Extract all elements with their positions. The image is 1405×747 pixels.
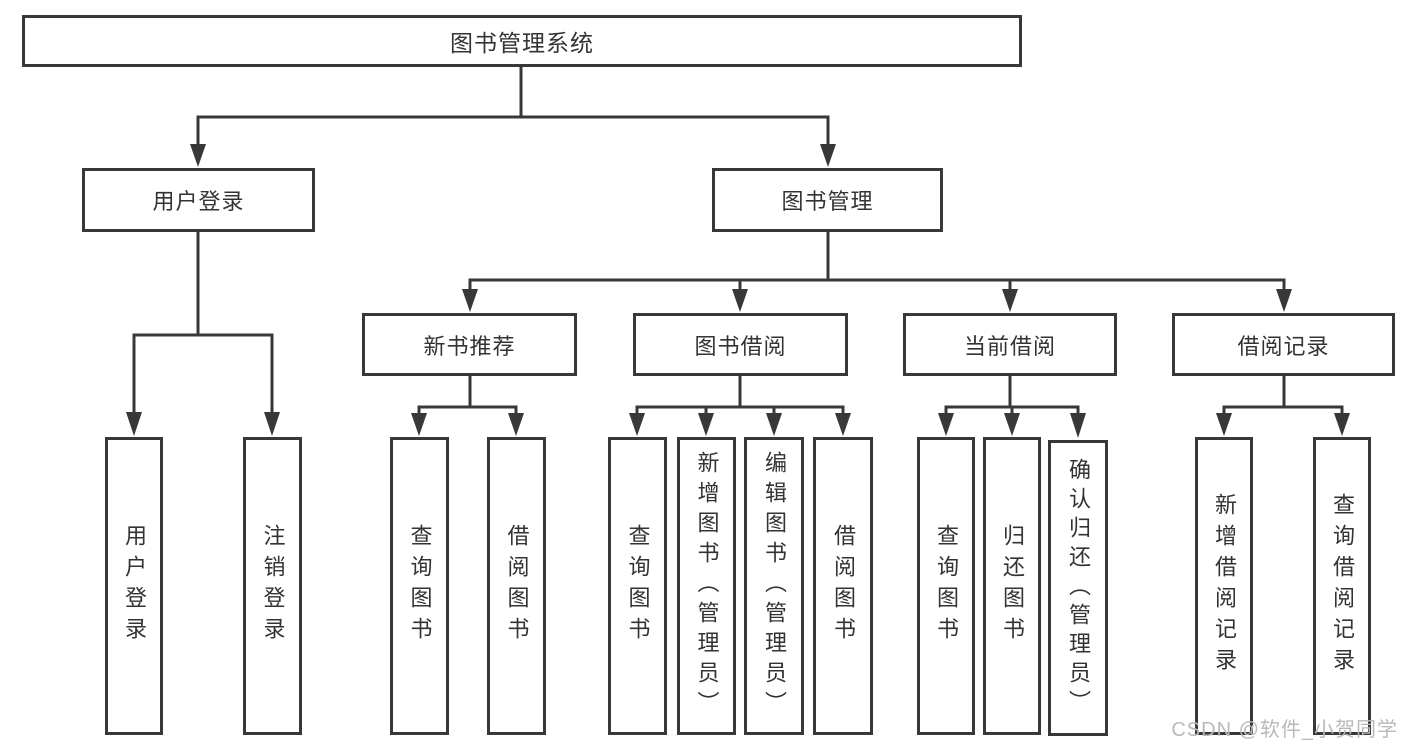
- connector-root-to-level2: [190, 67, 836, 167]
- node-book-management: 图书管理: [712, 168, 943, 232]
- node-book-borrowing: 图书借阅: [633, 313, 848, 376]
- leaf-query-books-recommend: 查询图书: [390, 437, 449, 735]
- leaf-query-books-current: 查询图书: [917, 437, 975, 735]
- leaf-edit-book-admin: 编辑图书（管理员）: [744, 437, 804, 735]
- connector-borrow-records-children: [1216, 376, 1350, 436]
- csdn-watermark: CSDN @软件_小贺同学: [1171, 719, 1398, 741]
- node-new-book-recommend: 新书推荐: [362, 313, 577, 376]
- connector-new-book-recommend-children: [411, 376, 524, 436]
- leaf-user-login: 用户登录: [105, 437, 163, 735]
- node-current-borrowing: 当前借阅: [903, 313, 1117, 376]
- leaf-query-borrow-record: 查询借阅记录: [1313, 437, 1371, 735]
- leaf-confirm-return-admin: 确认归还（管理员）: [1048, 440, 1108, 736]
- leaf-query-books-borrowing: 查询图书: [608, 437, 667, 735]
- connector-book-management-children: [462, 232, 1292, 312]
- node-user-login: 用户登录: [82, 168, 315, 232]
- leaf-borrow-books-borrowing: 借阅图书: [813, 437, 873, 735]
- node-library-management-system: 图书管理系统: [22, 15, 1022, 67]
- leaf-add-borrow-record: 新增借阅记录: [1195, 437, 1253, 735]
- connector-user-login-children: [126, 232, 280, 436]
- node-borrow-records: 借阅记录: [1172, 313, 1395, 376]
- leaf-borrow-books-recommend: 借阅图书: [487, 437, 546, 735]
- leaf-return-books: 归还图书: [983, 437, 1041, 735]
- connector-current-borrowing-children: [938, 376, 1086, 438]
- leaf-add-book-admin: 新增图书（管理员）: [677, 437, 736, 735]
- leaf-logout: 注销登录: [243, 437, 302, 735]
- connector-book-borrowing-children: [629, 376, 851, 436]
